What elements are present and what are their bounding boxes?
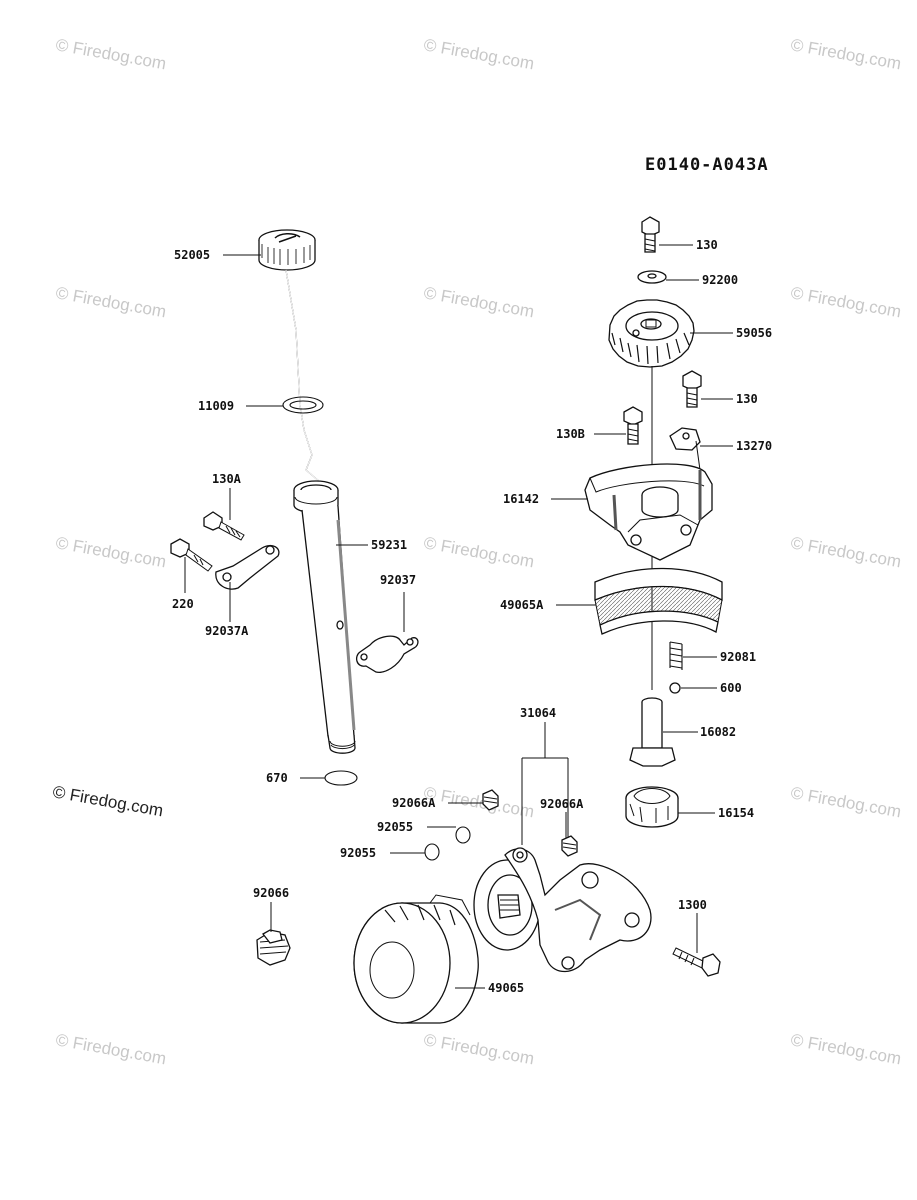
gear-59056[interactable] (608, 299, 695, 368)
o-ring-11009[interactable] (282, 396, 324, 414)
bolt-1300[interactable] (672, 947, 721, 977)
watermark: © Firedog.com (789, 783, 902, 821)
watermark: © Firedog.com (789, 533, 902, 571)
label-59056[interactable]: 59056 (736, 326, 772, 340)
watermark: © Firedog.com (422, 1030, 535, 1068)
label-49065A[interactable]: 49065A (500, 598, 544, 612)
strainer-49065A[interactable] (594, 567, 723, 635)
fitting-92066A-right[interactable] (561, 835, 578, 857)
watermark: © Firedog.com (54, 35, 167, 73)
label-92200[interactable]: 92200 (702, 273, 738, 287)
label-220[interactable]: 220 (172, 597, 194, 611)
label-130-top[interactable]: 130 (696, 238, 718, 252)
dipstick-cap-52005[interactable] (258, 229, 316, 271)
label-16154[interactable]: 16154 (718, 806, 754, 820)
label-92066[interactable]: 92066 (253, 886, 289, 900)
pump-shaft-16082[interactable] (629, 697, 676, 767)
label-130-mid[interactable]: 130 (736, 392, 758, 406)
watermark: © Firedog.com (789, 35, 902, 73)
label-92081[interactable]: 92081 (720, 650, 756, 664)
rotor-16154[interactable] (625, 786, 679, 828)
watermark: © Firedog.com (422, 783, 535, 821)
label-670[interactable]: 670 (266, 771, 288, 785)
watermark: © Firedog.com (54, 533, 167, 571)
watermark: © Firedog.com (422, 533, 535, 571)
watermark: © Firedog.com (54, 283, 167, 321)
label-11009[interactable]: 11009 (198, 399, 234, 413)
label-52005[interactable]: 52005 (174, 248, 210, 262)
label-59231[interactable]: 59231 (371, 538, 407, 552)
diagram-code: E0140-A043A (645, 155, 769, 175)
label-92037[interactable]: 92037 (380, 573, 416, 587)
label-13270[interactable]: 13270 (736, 439, 772, 453)
label-92055-b[interactable]: 92055 (340, 846, 376, 860)
label-600[interactable]: 600 (720, 681, 742, 695)
bolt-130-top[interactable] (641, 216, 660, 253)
clamp-92037[interactable] (355, 635, 419, 673)
ball-600[interactable] (669, 682, 681, 694)
oil-filter-49065[interactable] (353, 894, 479, 1024)
washer-92200[interactable] (637, 270, 667, 284)
plug-92066[interactable] (256, 929, 291, 966)
o-ring-92055-b[interactable] (424, 843, 440, 861)
bolt-130A[interactable] (203, 511, 245, 541)
label-92055-a[interactable]: 92055 (377, 820, 413, 834)
label-16082[interactable]: 16082 (700, 725, 736, 739)
label-31064[interactable]: 31064 (520, 706, 556, 720)
watermark: © Firedog.com (422, 35, 535, 73)
watermark: © Firedog.com (54, 1030, 167, 1068)
watermark: © Firedog.com (422, 283, 535, 321)
fitting-92066A-left[interactable] (482, 789, 499, 811)
label-92037A[interactable]: 92037A (205, 624, 249, 638)
watermark: © Firedog.com (789, 283, 902, 321)
label-1300[interactable]: 1300 (678, 898, 707, 912)
label-130A[interactable]: 130A (212, 472, 242, 486)
housing-16142[interactable] (584, 463, 713, 561)
bolt-220[interactable] (170, 538, 213, 572)
label-16142[interactable]: 16142 (503, 492, 539, 506)
leader-lines (184, 244, 733, 989)
label-130B[interactable]: 130B (556, 427, 585, 441)
label-49065[interactable]: 49065 (488, 981, 524, 995)
watermark: © Firedog.com (789, 1030, 902, 1068)
bolt-130-mid[interactable] (682, 370, 702, 408)
label-92066A-left[interactable]: 92066A (392, 796, 436, 810)
part-labels: 52005 11009 130A 220 92037A 59231 92037 … (172, 238, 772, 995)
spring-92081[interactable] (669, 641, 683, 670)
o-ring-92055-a[interactable] (455, 826, 471, 844)
dipstick-assembly (258, 229, 358, 786)
dipstick-tube-59231[interactable] (293, 480, 356, 754)
bracket-92037A[interactable] (215, 544, 280, 590)
o-ring-670[interactable] (324, 770, 358, 786)
bolt-130B[interactable] (623, 406, 643, 445)
label-92066A-right[interactable]: 92066A (540, 797, 584, 811)
watermark-dark: © Firedog.com (51, 782, 164, 820)
filter-housing-31064[interactable] (473, 847, 652, 973)
